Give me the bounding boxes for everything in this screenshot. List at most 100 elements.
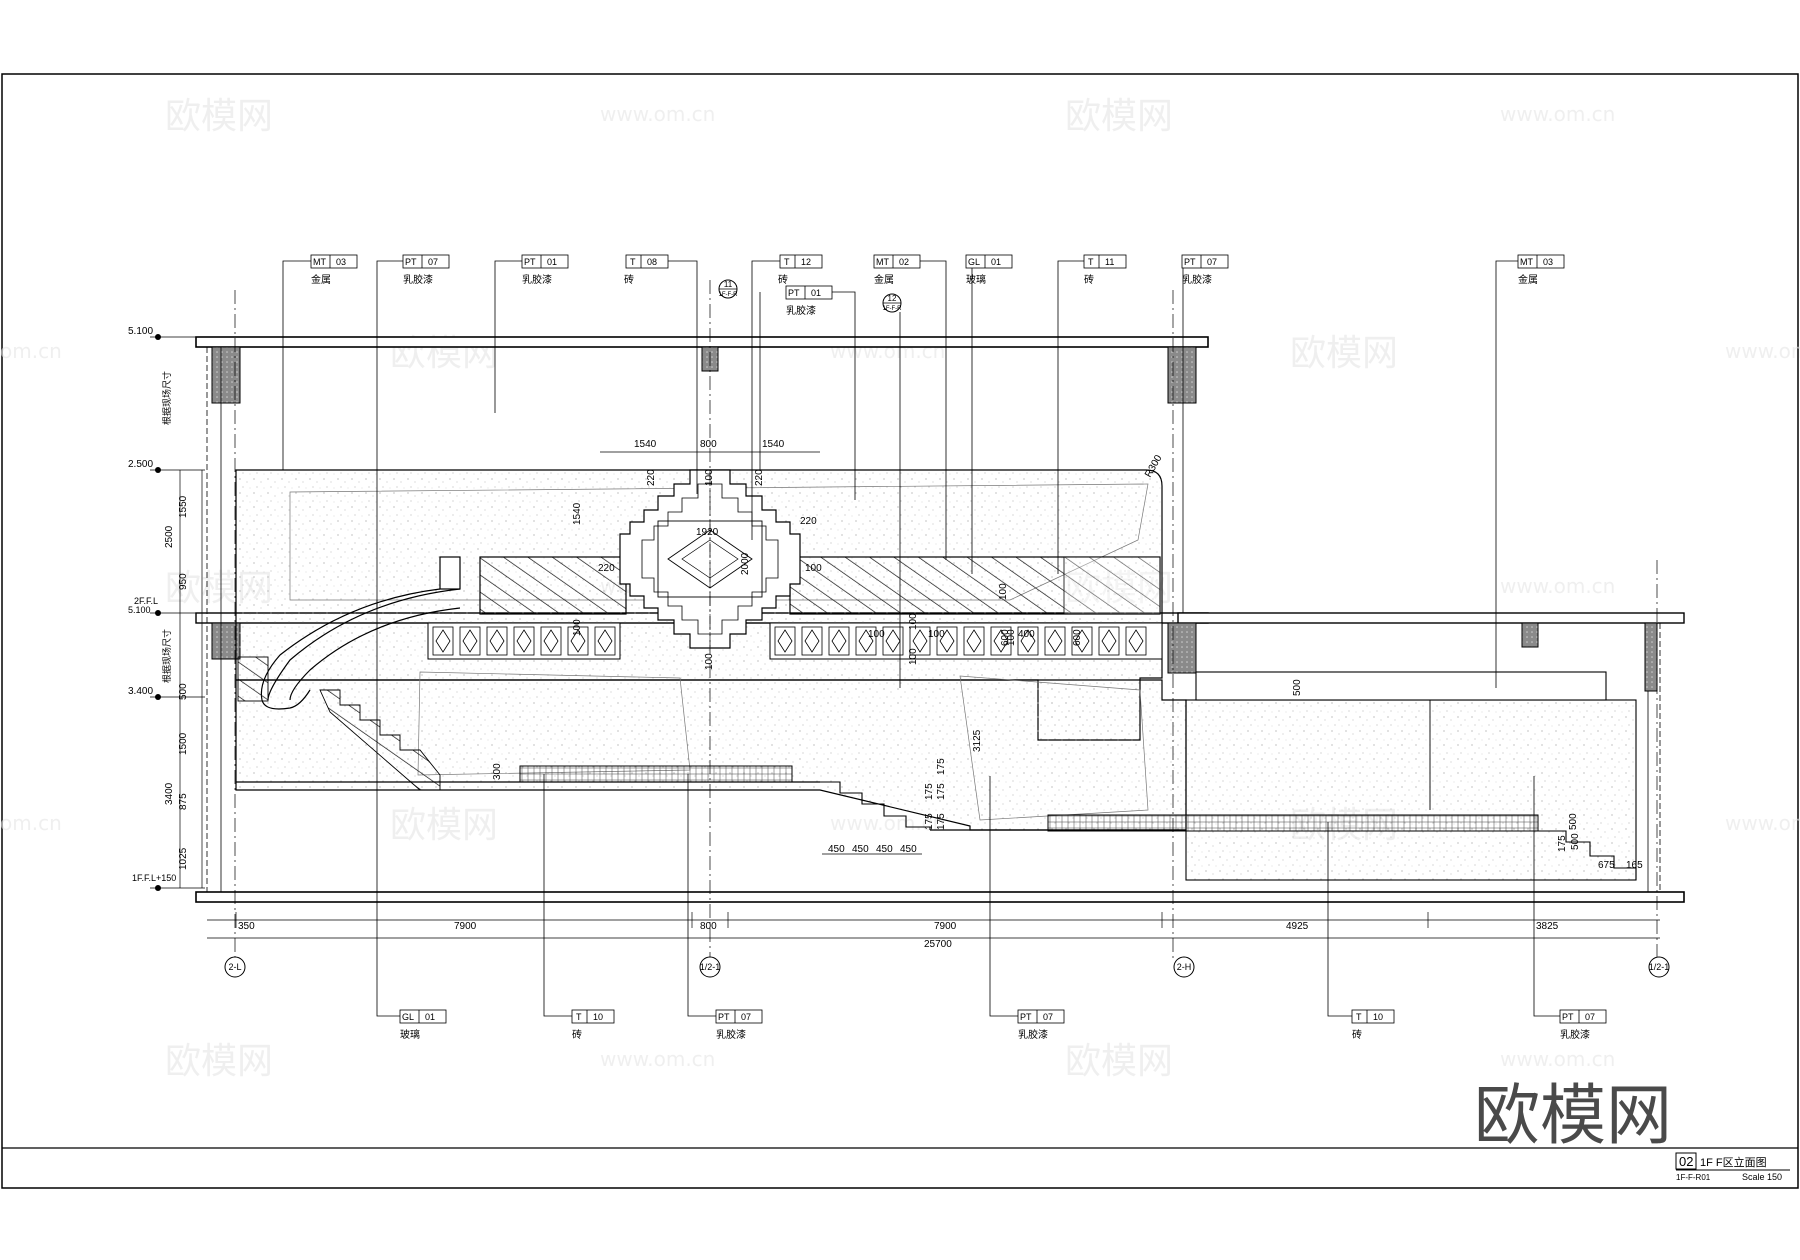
- lower-feature-wall: [235, 679, 1187, 831]
- axis-bubble-icon: [1648, 956, 1670, 978]
- dimension-label: 1920: [696, 527, 719, 538]
- dimension-label: 100: [704, 469, 715, 486]
- level-label: 2F.F.L: [134, 596, 158, 606]
- dimension-label: 100: [908, 648, 919, 665]
- dimension-label: 220: [754, 469, 765, 486]
- watermark-url: om.cn: [0, 339, 62, 363]
- roof-slab: [195, 336, 1209, 348]
- callout-desc: 乳胶漆: [1182, 273, 1212, 286]
- callout-num: 03: [336, 257, 346, 267]
- drawing-scale: Scale 150: [1742, 1172, 1782, 1182]
- watermark-logo: 欧模网: [1065, 96, 1173, 137]
- callout-num: 11: [1105, 257, 1114, 267]
- callout-num: 08: [647, 257, 657, 267]
- callout-num: 03: [1543, 257, 1553, 267]
- column-left-top: [211, 346, 241, 404]
- axis-label: 1/2-1: [700, 962, 721, 972]
- callout-tag: PT 07 乳胶漆: [1017, 1009, 1065, 1041]
- callout-desc: 乳胶漆: [1018, 1028, 1048, 1041]
- dimension-label: 4925: [1286, 921, 1309, 932]
- callout-desc: 砖: [778, 273, 788, 286]
- level-marker-icon: [155, 467, 161, 473]
- callout-desc: 砖: [624, 273, 634, 286]
- callout-desc: 砖: [1352, 1028, 1362, 1041]
- dimension-label: 400: [1018, 629, 1035, 640]
- callout-tag: T 12 砖: [778, 254, 823, 286]
- dimension-label: 175: [924, 813, 935, 830]
- callout-tag: PT 07 乳胶漆: [402, 254, 450, 286]
- bottom-callouts: GL 01 玻璃 T 10 砖 PT 07 乳胶漆 PT 07 乳胶漆: [376, 600, 1607, 1041]
- column-far-right: [1644, 622, 1658, 692]
- dimension-label: 3825: [1536, 921, 1559, 932]
- callout-desc: 金属: [874, 273, 894, 286]
- callout-desc: 乳胶漆: [403, 273, 433, 286]
- watermark-url: www.om.cn: [600, 1047, 715, 1071]
- tile-strip: [427, 622, 1163, 660]
- section-ref: 1F-F-R: [719, 292, 739, 298]
- watermark-url: www.om.cn: [1500, 1047, 1615, 1071]
- callout-tag: T 10 砖: [1351, 1009, 1395, 1041]
- level-marker-icon: [155, 610, 161, 616]
- dimension-label: 450: [900, 844, 917, 855]
- level-label: 5.100: [128, 605, 151, 615]
- callout-tag: PT 01 乳胶漆: [521, 254, 569, 286]
- callout-num: 07: [1585, 1012, 1595, 1022]
- dimension-label: 3125: [972, 729, 983, 752]
- dimension-label: 1550: [178, 495, 189, 518]
- watermark-url: om.cn: [0, 811, 62, 835]
- watermark-url: www.om.cn: [1500, 574, 1615, 598]
- dimension-label: 1540: [572, 502, 583, 525]
- dimension-label: 100: [928, 629, 945, 640]
- callout-num: 01: [547, 257, 557, 267]
- right-room-panel: [1195, 671, 1607, 701]
- callout-tag: PT 07 乳胶漆: [1181, 254, 1229, 286]
- level-marker-icon: [155, 885, 161, 891]
- feature-dimensions: 1540 800 1540 220 220 220 1920 1540 2000…: [572, 439, 822, 670]
- callout-desc: 乳胶漆: [716, 1028, 746, 1041]
- callout-desc: 砖: [572, 1028, 582, 1041]
- radius-label: R300: [1143, 453, 1165, 480]
- callout-num: 01: [991, 257, 1001, 267]
- dimension-label: 100: [1006, 629, 1017, 646]
- callout-tag: PT 07 乳胶漆: [1559, 1009, 1607, 1041]
- callout-tag: MT 03 金属: [310, 254, 358, 286]
- callout-tag: PT 01 乳胶漆: [785, 285, 833, 317]
- watermark-url: www.om.cn: [1725, 811, 1800, 835]
- level-label: 5.100: [128, 326, 153, 337]
- axis-label: 2-H: [1177, 962, 1192, 972]
- dimension-label: 450: [876, 844, 893, 855]
- dimension-label: 3400: [164, 782, 175, 805]
- callout-num: 12: [801, 257, 811, 267]
- callout-num: 10: [1373, 1012, 1383, 1022]
- dimension-label: 175: [1557, 835, 1568, 852]
- dimension-label: 875: [178, 793, 189, 810]
- callout-code: PT: [405, 257, 417, 267]
- sheet-border: [1, 73, 1799, 1189]
- dimension-label: 450: [852, 844, 869, 855]
- callout-code: PT: [1020, 1012, 1032, 1022]
- callout-tag: PT 07 乳胶漆: [715, 1009, 763, 1041]
- left-dimensions: 1550 2500 950 500 1500 3400 875 1025: [164, 470, 203, 888]
- dimension-label: 675: [1598, 860, 1615, 871]
- dimension-label: 500: [1292, 679, 1303, 696]
- callout-tag: T 10 砖: [571, 1009, 615, 1041]
- hatched-glass-band-left: [479, 556, 627, 615]
- top-callouts: MT 03 金属 PT 07 乳胶漆 PT 01 乳胶漆 T 08 砖: [282, 254, 1565, 688]
- dimension-label: 1500: [178, 732, 189, 755]
- dimension-label: 175: [936, 783, 947, 800]
- dimension-label: 7900: [934, 921, 957, 932]
- big-watermark-logo: 欧模网: [1474, 1078, 1672, 1152]
- dimension-label: 800: [700, 921, 717, 932]
- watermark-url: www.om.cn: [1500, 102, 1615, 126]
- callout-num: 07: [1043, 1012, 1053, 1022]
- axis-bubble-icon: [224, 956, 246, 978]
- dimension-label: 300: [492, 763, 503, 780]
- dimension-label: 450: [828, 844, 845, 855]
- dimension-label: 220: [598, 563, 615, 574]
- dimension-label: 1540: [634, 439, 657, 450]
- dimension-label: 2000: [740, 552, 751, 575]
- dimension-label: 100: [805, 563, 822, 574]
- dimension-label: 2500: [164, 525, 175, 548]
- dimension-label: 1540: [762, 439, 785, 450]
